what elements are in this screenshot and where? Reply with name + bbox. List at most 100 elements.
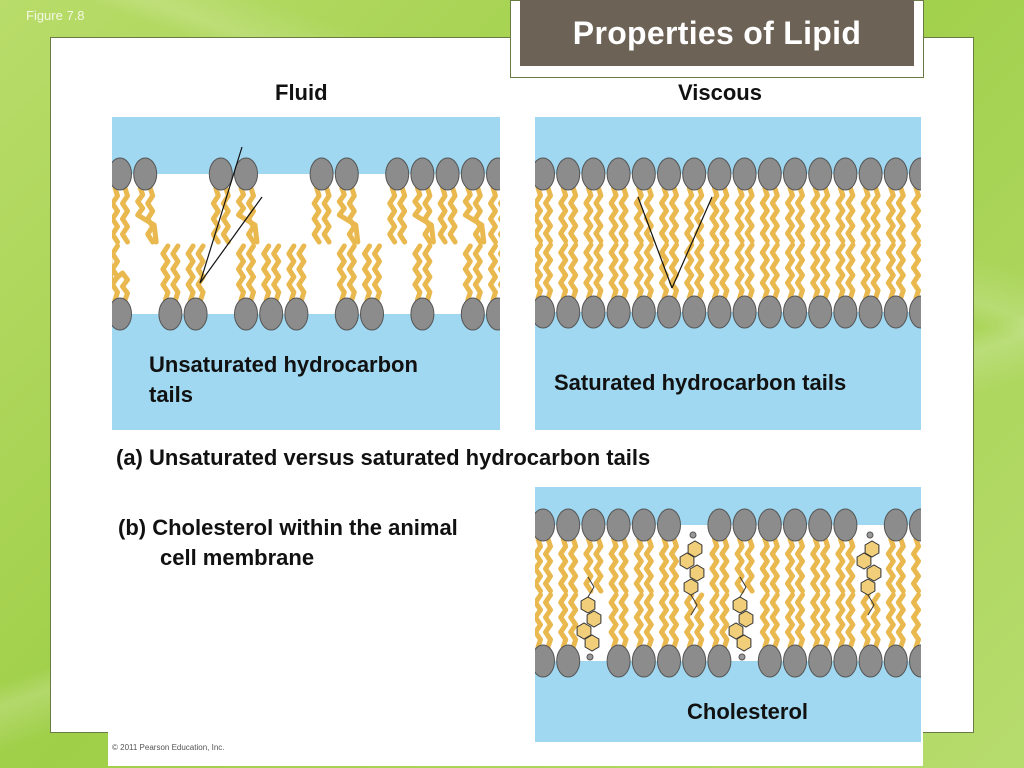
lipid-tail: [769, 242, 780, 301]
lipid-tail: [719, 536, 730, 594]
viscous-membrane-drawing: [535, 157, 921, 329]
lipid-tail: [795, 242, 805, 301]
lipid-head: [808, 157, 833, 191]
lipid-head: [410, 157, 435, 191]
lipid-head: [858, 295, 883, 329]
lipid-tail: [785, 185, 795, 244]
lipid-tail: [488, 243, 498, 303]
lipid-tail: [462, 243, 473, 303]
lipid-head: [183, 297, 208, 331]
lipid-head: [783, 157, 807, 191]
lipid-tail: [769, 185, 780, 244]
lipid-tail: [568, 592, 579, 650]
lipid-head: [909, 295, 921, 329]
lipid-tail: [845, 536, 856, 594]
lipid-tail: [170, 243, 181, 303]
lipid-tail: [719, 592, 730, 650]
cholesterol-membrane: Cholesterol: [535, 487, 921, 742]
cholesterol-ring: [580, 596, 596, 614]
caption-b-line1: (b) Cholesterol within the animal: [118, 515, 458, 540]
lipid-head: [757, 644, 782, 678]
pointer-line: [199, 196, 263, 284]
lipid-tail: [336, 243, 347, 303]
lipid-tail: [246, 185, 256, 245]
cholesterol-ring: [728, 622, 744, 640]
lipid-head: [334, 157, 359, 191]
lipid-tail: [145, 185, 156, 245]
cholesterol-ring: [689, 564, 705, 582]
lipid-tail: [820, 242, 831, 301]
lipid-tail: [845, 185, 856, 244]
lipid-tail: [769, 536, 780, 594]
lipid-head: [631, 157, 656, 191]
lipid-tail: [669, 185, 679, 244]
lipid-tail: [845, 242, 856, 301]
caption-a: (a) Unsaturated versus saturated hydroca…: [116, 445, 651, 470]
lipid-head: [909, 508, 921, 542]
lipid-tail: [759, 242, 770, 301]
lipid-head: [707, 644, 732, 678]
cholesterol-ring: [738, 610, 754, 628]
lipid-tail: [608, 592, 619, 650]
lipid-tail: [372, 243, 382, 303]
cholesterol-ring: [683, 578, 699, 596]
lipid-head: [657, 157, 681, 191]
lipid-tail: [795, 536, 805, 594]
lipid-head: [535, 508, 555, 542]
lipid-tail: [422, 185, 433, 245]
lipid-tail: [694, 592, 705, 650]
lipid-tail: [286, 243, 297, 303]
lipid-tail: [618, 185, 629, 244]
lipid-head: [858, 644, 883, 678]
lipid-tail: [633, 185, 644, 244]
fluid-label-line2: tails: [149, 382, 194, 407]
lipid-tail: [311, 185, 322, 245]
lipid-tail: [422, 243, 433, 303]
lipid-head: [682, 295, 707, 329]
lipid-head: [556, 508, 581, 542]
lipid-tail: [709, 242, 720, 301]
lipid-head: [757, 295, 782, 329]
lipid-tail: [810, 185, 821, 244]
lipid-tail: [810, 242, 821, 301]
lipid-head: [309, 157, 334, 191]
lipid-head: [581, 508, 606, 542]
lipid-head: [833, 157, 858, 191]
lipid-tail: [845, 592, 856, 650]
lipid-tail: [618, 592, 629, 650]
lipid-tail: [593, 242, 604, 301]
lipid-tail: [608, 536, 619, 594]
lipid-head: [435, 157, 460, 191]
lipid-head: [581, 157, 606, 191]
lipid-tail: [659, 185, 669, 244]
lipid-head: [334, 297, 359, 331]
lipid-tail: [568, 536, 579, 594]
lipid-tail: [568, 185, 579, 244]
lipid-tail: [633, 536, 644, 594]
lipid-tail: [535, 242, 543, 301]
lipid-tail: [387, 185, 398, 245]
lipid-tail: [583, 185, 594, 244]
lipid-tail: [759, 592, 770, 650]
lipid-head: [657, 295, 681, 329]
cholesterol-oh-group: [586, 653, 594, 661]
lipid-tail: [261, 243, 272, 303]
copyright: © 2011 Pearson Education, Inc.: [112, 743, 225, 752]
lipid-head: [486, 297, 500, 331]
lipid-tail: [643, 536, 654, 594]
lipid-tail: [543, 592, 553, 650]
lipid-head: [606, 508, 631, 542]
lipid-tail: [911, 592, 921, 650]
lipid-tail: [759, 536, 770, 594]
lipid-head: [606, 644, 631, 678]
lipid-tail: [568, 242, 579, 301]
cholesterol-tail: [587, 576, 595, 598]
lipid-tail: [633, 242, 644, 301]
lipid-head: [158, 297, 183, 331]
lipid-tail: [558, 592, 569, 650]
caption-b-line2: cell membrane: [160, 545, 315, 570]
lipid-tail: [820, 185, 831, 244]
lipid-head: [909, 157, 921, 191]
lipid-head: [606, 157, 631, 191]
lipid-head: [581, 295, 606, 329]
